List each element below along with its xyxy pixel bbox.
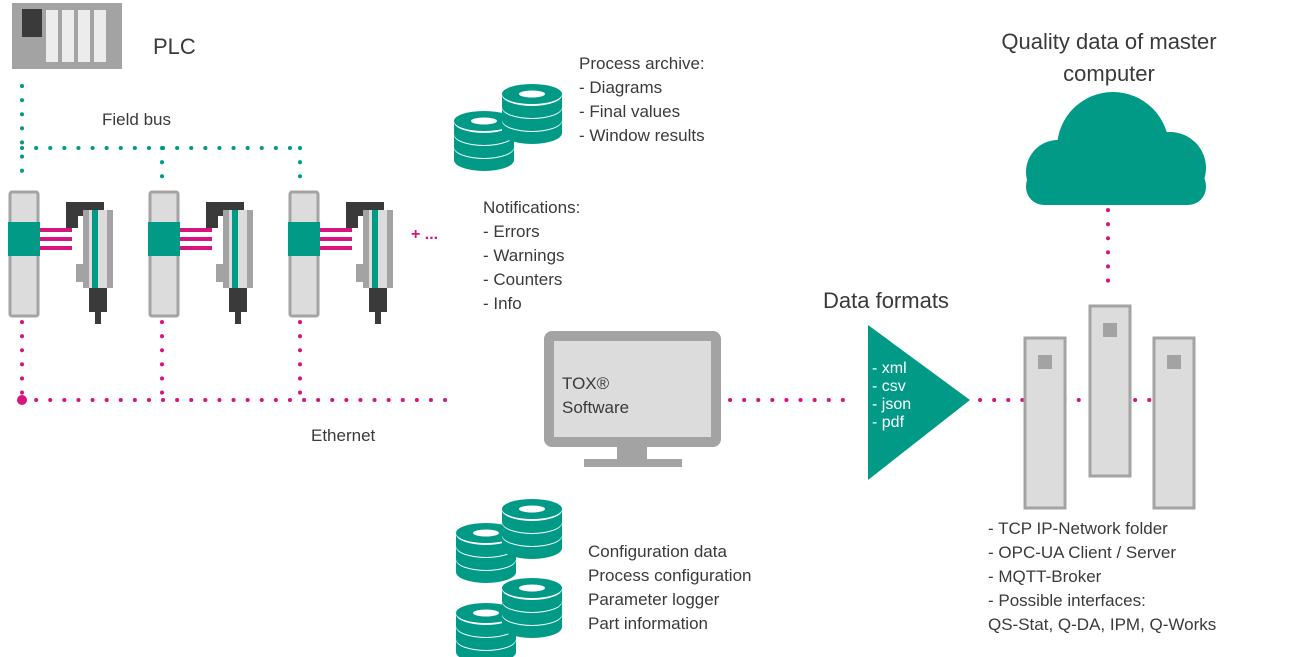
data-formats-title: Data formats (823, 288, 949, 313)
software-label: TOX® Software (562, 374, 630, 417)
ethernet-label: Ethernet (311, 426, 376, 445)
plus-more-label: + ... (411, 226, 439, 243)
server-icon (1023, 304, 1196, 510)
data-formats-list: - xml - csv - json - pdf (872, 360, 912, 431)
database-icon (502, 499, 562, 559)
storage-text: Configuration data Process configuration… (588, 542, 752, 633)
quality-data-label: Quality data of master computer (1001, 29, 1217, 86)
cloud-icon (1026, 92, 1206, 205)
interfaces-text: - TCP IP-Network folder - OPC-UA Client … (988, 519, 1217, 634)
database-icon (502, 578, 562, 638)
field-bus-line (20, 84, 302, 182)
notifications-text: Notifications: - Errors - Warnings - Cou… (483, 198, 581, 313)
press-unit-icon (146, 190, 255, 326)
plc-label: PLC (153, 34, 196, 59)
data-formats-triangle-icon (868, 325, 970, 480)
press-unit-icon (6, 190, 115, 326)
plc-icon (12, 3, 122, 69)
process-archive-text: Process archive: - Diagrams - Final valu… (579, 54, 705, 145)
press-unit-icon (286, 190, 395, 326)
monitor-icon (544, 331, 721, 467)
field-bus-label: Field bus (102, 110, 171, 129)
database-icon (502, 84, 562, 144)
